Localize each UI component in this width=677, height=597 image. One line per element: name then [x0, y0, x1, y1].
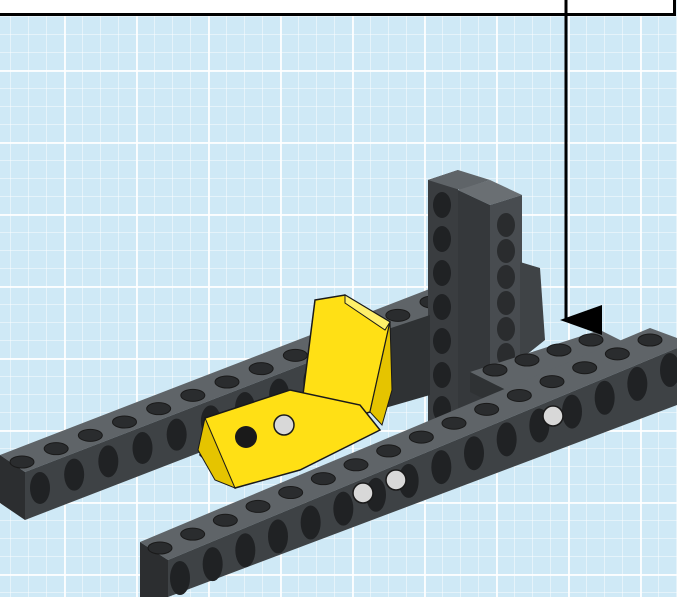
friction-pin-icon: [386, 470, 406, 490]
beam-hole: [98, 445, 118, 477]
stud: [344, 459, 368, 471]
beam-hole: [627, 367, 647, 401]
beam-hole: [64, 459, 84, 491]
stud: [213, 514, 237, 526]
beam-hole: [562, 395, 582, 429]
friction-pin-icon: [274, 415, 294, 435]
brick-hole: [433, 294, 451, 320]
stud: [547, 344, 571, 356]
stud: [442, 417, 466, 429]
stud: [181, 528, 205, 540]
beam-hole: [333, 492, 353, 526]
brick-hole: [497, 291, 515, 315]
beam-hole: [268, 519, 288, 553]
beam-hole: [464, 436, 484, 470]
stud: [10, 456, 34, 468]
brick-hole: [497, 265, 515, 289]
stud: [638, 334, 662, 346]
stud: [44, 443, 68, 455]
beam-hole: [595, 381, 615, 415]
brick-hole: [433, 260, 451, 286]
beam-hole: [203, 547, 223, 581]
stud: [540, 376, 564, 388]
brick-hole: [497, 317, 515, 341]
stud: [483, 364, 507, 376]
beam-hole: [497, 422, 517, 456]
stud: [246, 500, 270, 512]
stud: [279, 487, 303, 499]
brick-hole: [433, 226, 451, 252]
stud: [78, 429, 102, 441]
stud: [215, 376, 239, 388]
brick-hole: [433, 328, 451, 354]
friction-pin-icon: [353, 483, 373, 503]
stud: [113, 416, 137, 428]
brick-hole: [433, 362, 451, 388]
stud: [409, 431, 433, 443]
stud: [147, 403, 171, 415]
beam-hole: [301, 506, 321, 540]
beam-hole: [235, 533, 255, 567]
stud: [605, 348, 629, 360]
stud: [148, 542, 172, 554]
beam-hole: [30, 472, 50, 504]
stud: [507, 389, 531, 401]
stud: [386, 309, 410, 321]
beam-hole: [170, 561, 190, 595]
stud: [475, 403, 499, 415]
stud: [283, 349, 307, 361]
brick-hole: [497, 213, 515, 237]
stud: [249, 363, 273, 375]
stud: [573, 362, 597, 374]
stud: [515, 354, 539, 366]
stud: [377, 445, 401, 457]
stud: [311, 473, 335, 485]
beam-hole: [167, 419, 187, 451]
stud: [579, 334, 603, 346]
stud: [181, 389, 205, 401]
brick-hole: [433, 192, 451, 218]
brick-hole: [497, 239, 515, 263]
beam-hole: [133, 432, 153, 464]
beam-hole: [431, 450, 451, 484]
friction-pin-icon: [543, 406, 563, 426]
